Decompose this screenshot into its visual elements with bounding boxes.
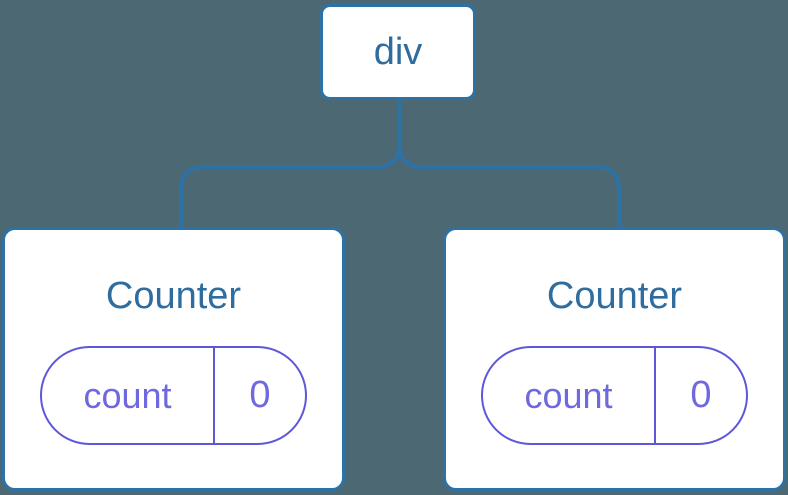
connector-right-branch bbox=[397, 100, 621, 228]
counter-card-left: Counter count 0 bbox=[2, 227, 345, 491]
counter-title: Counter bbox=[546, 275, 683, 317]
state-value: 0 bbox=[690, 374, 712, 416]
connector-left-branch bbox=[179, 100, 402, 228]
counter-card-right: Counter count 0 bbox=[443, 227, 786, 491]
root-node-div: div bbox=[320, 4, 476, 100]
state-key: count bbox=[42, 348, 215, 443]
state-value: 0 bbox=[249, 374, 271, 416]
root-node-label: div bbox=[373, 30, 423, 73]
state-pill: count 0 bbox=[40, 346, 307, 445]
state-pill: count 0 bbox=[481, 346, 748, 445]
counter-title: Counter bbox=[105, 275, 242, 317]
state-key: count bbox=[483, 348, 656, 443]
